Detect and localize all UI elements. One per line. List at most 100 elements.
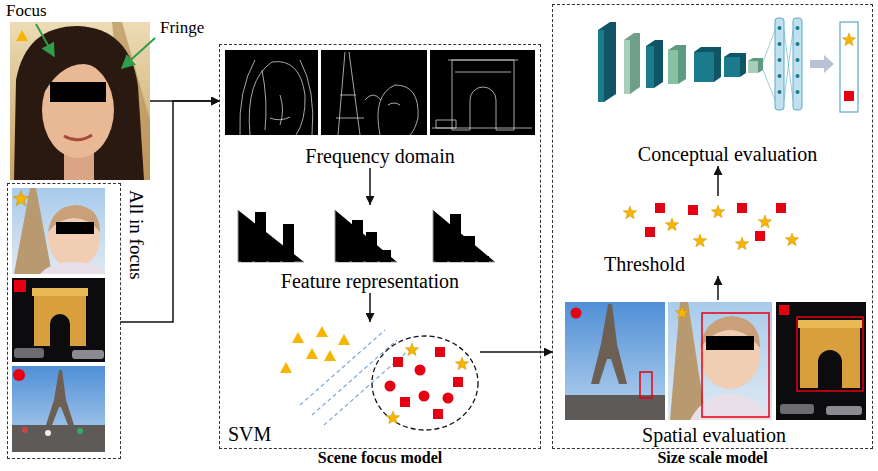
frequency-image [240, 60, 313, 135]
cnn-network [796, 58, 800, 62]
spatial-photo [675, 306, 688, 319]
tower-photo [46, 370, 74, 425]
feature-histogram [366, 232, 377, 262]
flow-arrow [120, 101, 220, 322]
threshold-scatter [755, 231, 765, 241]
label-holder: Conceptual evaluation [590, 143, 865, 166]
cnn-network [624, 33, 640, 94]
cnn-network [748, 58, 763, 73]
stage-node: Threshold [600, 196, 840, 276]
threshold-scatter [655, 203, 665, 213]
cnn-network [763, 30, 775, 62]
label-holder: SVM [228, 423, 271, 446]
portrait-photo [64, 135, 92, 140]
cnn-network [646, 40, 663, 88]
cnn-network [796, 42, 800, 46]
node-label: Feature representation [281, 270, 459, 293]
frequency-image [225, 50, 535, 135]
node-label: Spatial evaluation [642, 424, 786, 447]
feature-histogram [436, 252, 447, 262]
portrait-photo [50, 82, 106, 102]
svm-scatter [455, 357, 468, 370]
tower-photo [12, 366, 105, 452]
label-holder: Scene focus model [200, 449, 560, 467]
stage-node: Conceptual evaluation [590, 8, 865, 166]
frequency-image [336, 52, 418, 135]
cnn-network [796, 26, 800, 30]
svm-scatter [338, 334, 350, 345]
cnn-network [796, 90, 800, 94]
cnn-network [598, 18, 858, 112]
frequency-image [300, 60, 313, 135]
threshold-scatter [665, 218, 678, 231]
label-holder: Focus [6, 1, 47, 21]
spatial-photo [668, 302, 772, 420]
threshold-scatter [623, 203, 798, 250]
feature-histogram [238, 210, 495, 262]
label-holder: Frequency domain [225, 145, 535, 168]
arch-photo [14, 348, 44, 358]
cnn-network [778, 26, 782, 30]
stage-node: Feature representation [228, 205, 512, 293]
feature-histogram [238, 210, 495, 262]
cnn-network [668, 45, 686, 84]
spatial-photo [776, 302, 866, 420]
svm-scatter [453, 377, 463, 387]
svm-scatter [415, 365, 426, 376]
baby-photo [14, 188, 52, 274]
frequency-image [321, 50, 427, 135]
frequency-image [388, 103, 400, 105]
arch-photo [12, 278, 105, 362]
flow-arrow [717, 276, 719, 300]
spatial-photo [640, 372, 652, 398]
spatial-photo [591, 304, 627, 384]
frequency-image [436, 120, 456, 128]
frequency-image [338, 52, 360, 135]
svm-scatter [280, 362, 292, 373]
feature-histogram [433, 210, 495, 262]
frequency-image [365, 95, 381, 100]
feature-histogram [255, 212, 266, 262]
threshold-scatter [645, 227, 655, 237]
arch-photo [12, 278, 105, 362]
tower-photo [12, 425, 105, 452]
photo-node: FocusFringe [10, 22, 150, 180]
cnn-network [778, 42, 782, 46]
feature-histogram [380, 250, 391, 262]
label-holder: Feature representation [228, 270, 512, 293]
stage-node: SVM [225, 322, 480, 446]
tower-photo [13, 369, 25, 381]
baby-photo [12, 188, 105, 274]
frequency-image [240, 60, 255, 135]
frequency-image [336, 118, 364, 119]
threshold-scatter [711, 205, 724, 218]
flow-arrow [480, 351, 553, 353]
svm-scatter [324, 350, 336, 361]
frequency-image [448, 60, 518, 61]
svm-scatter [306, 348, 318, 359]
node-label: All in focus [125, 190, 147, 280]
tower-photo [22, 427, 28, 433]
label-holder: Fringe [160, 18, 204, 38]
svm-scatter [316, 326, 328, 337]
cnn-network [748, 61, 758, 73]
label-holder: Size scale model [533, 449, 878, 467]
svm-scatter [386, 411, 399, 424]
cnn-network [778, 74, 782, 78]
node-label: Size scale model [657, 449, 767, 467]
node-label: Fringe [160, 18, 204, 38]
cnn-network [778, 90, 782, 94]
frequency-image [280, 95, 283, 125]
spatial-photo [706, 336, 754, 350]
cnn-network [724, 57, 740, 77]
cnn-network [842, 33, 855, 46]
flow-arrow [369, 293, 371, 322]
cnn-network [598, 22, 616, 102]
label-holder: Spatial evaluation [560, 424, 868, 447]
frequency-image [455, 72, 511, 73]
cnn-network [793, 18, 802, 110]
cnn-network [724, 53, 746, 77]
node-label: Conceptual evaluation [638, 143, 817, 166]
cnn-network [844, 91, 854, 101]
